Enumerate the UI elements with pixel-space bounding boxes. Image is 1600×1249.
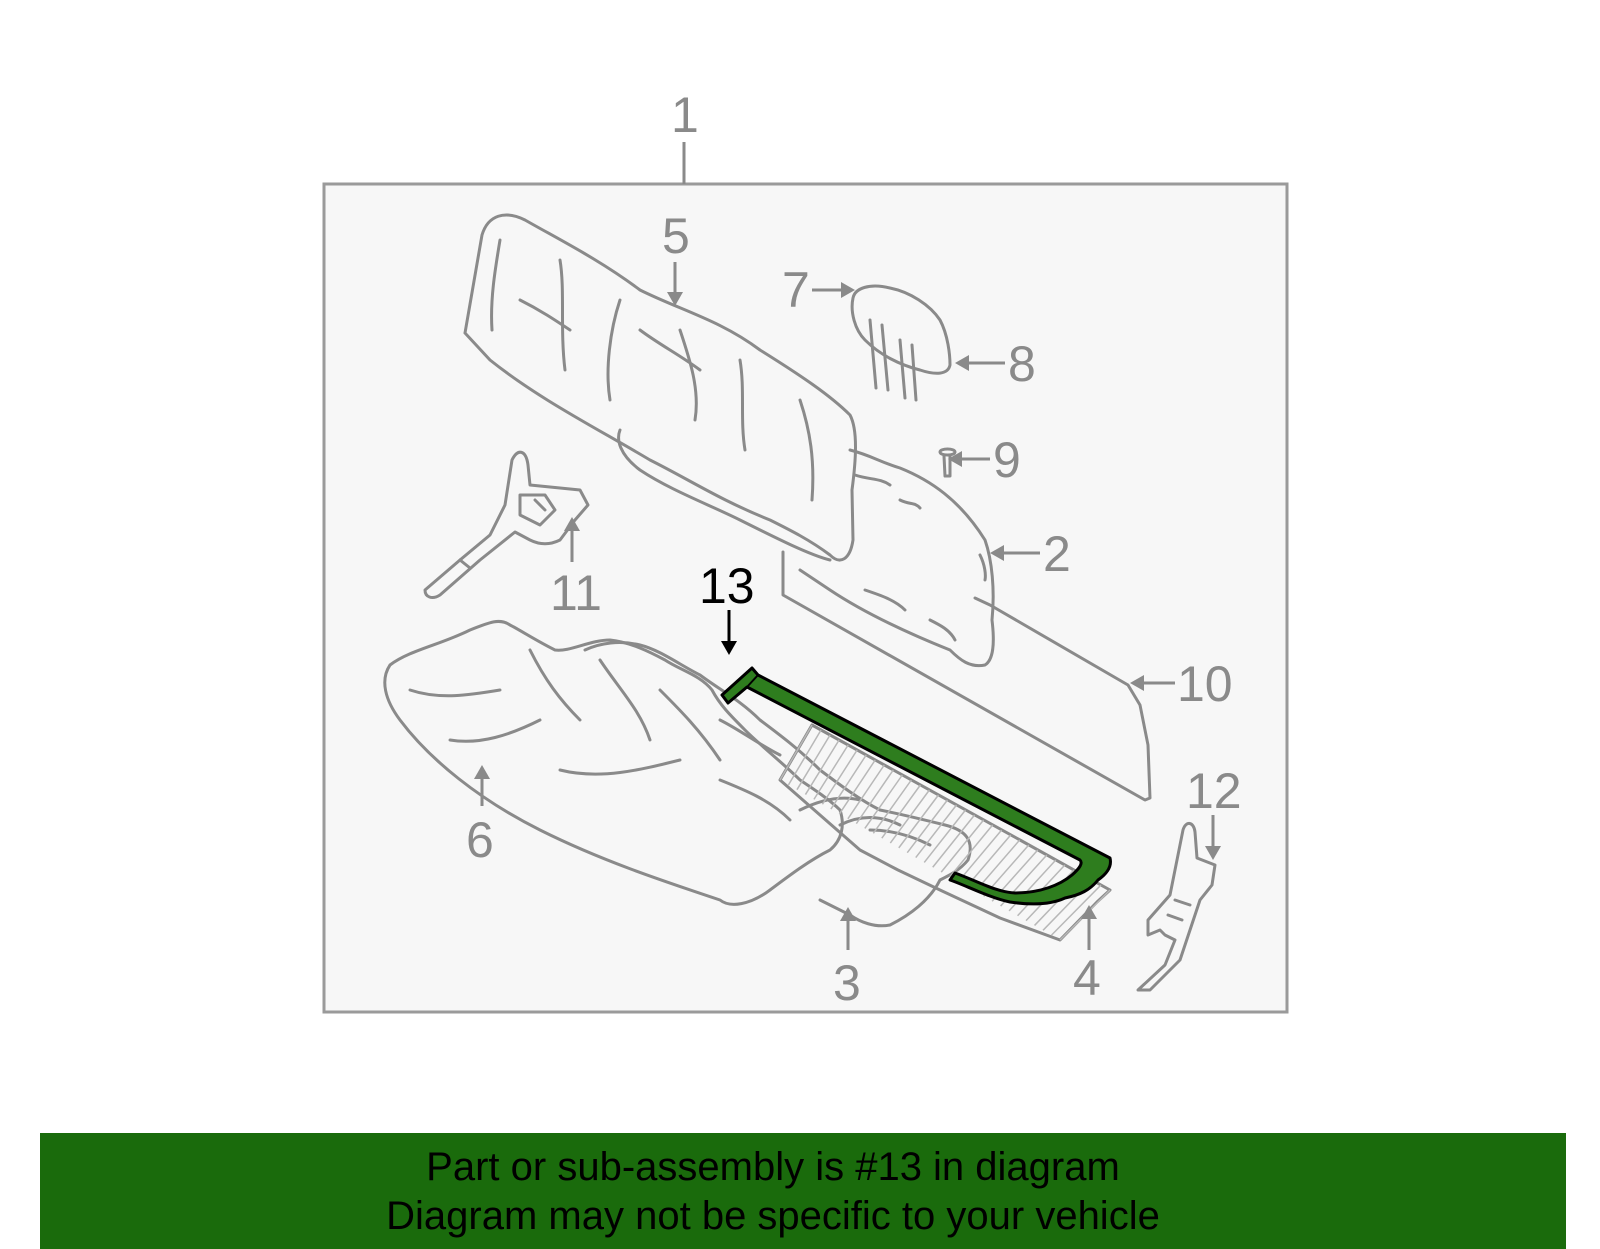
arrowhead-3	[840, 907, 856, 921]
hatch-line	[898, 794, 940, 849]
hatch-line	[949, 824, 994, 878]
hatch-line	[915, 804, 958, 859]
banner-line-2: Diagram may not be specific to your vehi…	[386, 1194, 1160, 1238]
part-3-wrinkles	[718, 718, 932, 847]
callout-1: 1	[671, 87, 699, 143]
part-11-hinge	[423, 450, 590, 599]
part-7-headrest	[850, 284, 952, 375]
hatch-line	[1050, 884, 1102, 936]
part-10-back-panel	[781, 550, 1152, 802]
hatch-line	[847, 764, 885, 820]
callout-7: 7	[782, 262, 810, 318]
hatch-line	[855, 769, 894, 825]
callout-11: 11	[550, 565, 602, 621]
part-2-detail	[853, 473, 987, 642]
arrowhead-2	[990, 545, 1004, 561]
hatch-line	[889, 789, 930, 844]
callout-4: 4	[1073, 950, 1101, 1006]
callout-6: 6	[466, 812, 494, 868]
hatch-line	[779, 724, 813, 781]
part-8-headrest-posts	[868, 318, 918, 402]
hatch-line	[787, 729, 822, 786]
part-3-cushion-pad	[583, 641, 972, 928]
part-2-back-cushion	[798, 448, 995, 668]
hatch-line	[864, 774, 903, 829]
diagram-panel	[322, 182, 1289, 1014]
arrowhead-8	[955, 355, 969, 371]
part-5-wrinkles	[490, 238, 815, 502]
part-13-frame-inner-edge	[746, 667, 760, 688]
hatch-line	[957, 829, 1003, 883]
hatch-line	[881, 784, 921, 839]
hatch-line	[830, 754, 867, 810]
info-banner: Part or sub-assembly is #13 in diagram D…	[40, 1133, 1566, 1249]
arrowhead-5	[667, 292, 683, 306]
arrowhead-12	[1205, 846, 1221, 860]
callout-9: 9	[993, 432, 1021, 488]
hatch-line	[872, 779, 912, 834]
callout-3: 3	[833, 955, 861, 1011]
callout-10: 10	[1177, 656, 1233, 712]
part-12-hinge-detail	[1166, 898, 1192, 922]
hatch-line	[906, 799, 949, 854]
part-12-hinge	[1136, 822, 1217, 992]
arrowhead-13	[721, 641, 737, 655]
arrowhead-9	[948, 451, 962, 467]
callout-13: 13	[699, 558, 755, 614]
hatch-line	[932, 814, 976, 868]
arrowhead-4	[1081, 905, 1097, 919]
part-13-seat-frame	[720, 666, 1112, 906]
callout-12: 12	[1186, 763, 1242, 819]
hatch-line	[796, 734, 831, 791]
hatch-line	[940, 819, 985, 873]
part-5-back-cover	[463, 213, 857, 562]
hatch-line	[838, 759, 876, 815]
banner-line-1: Part or sub-assembly is #13 in diagram	[426, 1145, 1120, 1189]
hatch-line	[923, 809, 967, 863]
part-9-guide	[938, 447, 957, 478]
arrowhead-7	[841, 282, 855, 298]
part-5-back-panel-inner	[617, 428, 832, 562]
part-11-hinge-detail	[458, 493, 557, 570]
hatch-line	[966, 834, 1012, 888]
arrowhead-11	[564, 517, 580, 531]
hatch-line	[813, 744, 849, 800]
part-6-wrinkles	[408, 648, 792, 822]
hatch-line	[804, 739, 840, 795]
hatch-line	[821, 749, 858, 805]
arrowhead-10	[1130, 675, 1144, 691]
arrowhead-6	[474, 765, 490, 779]
callout-8: 8	[1008, 336, 1036, 392]
callout-2: 2	[1043, 526, 1071, 582]
callout-5: 5	[662, 208, 690, 264]
part-6-cushion-cover	[383, 619, 844, 906]
